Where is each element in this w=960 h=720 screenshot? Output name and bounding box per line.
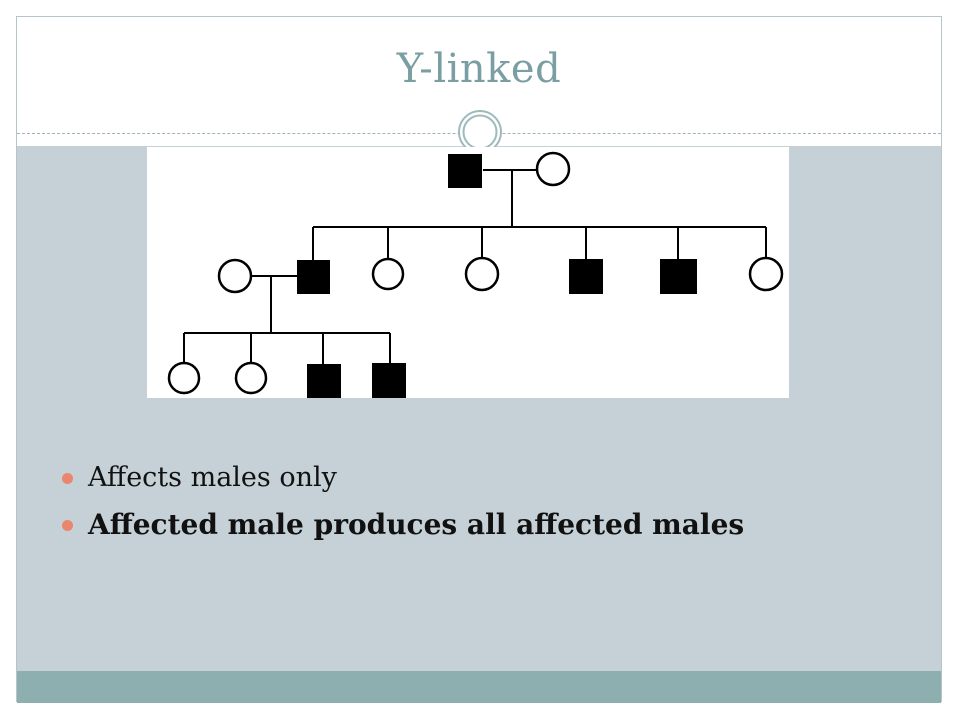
affected-male-symbol xyxy=(569,259,603,294)
unaffected-female-symbol xyxy=(217,258,253,294)
affected-male-symbol xyxy=(307,364,341,398)
bullet-dot-icon xyxy=(62,520,73,531)
affected-male-symbol xyxy=(297,260,330,294)
bullet-list: Affects males only Affected male produce… xyxy=(62,456,922,550)
pedigree-svg xyxy=(167,151,784,398)
footer-band xyxy=(17,671,941,703)
affected-male-symbol xyxy=(660,259,697,294)
unaffected-female-symbol xyxy=(234,361,268,395)
affected-male-symbol xyxy=(372,363,406,398)
unaffected-female-symbol xyxy=(371,257,405,291)
bullet-dot-icon xyxy=(62,473,73,484)
bullet-text: Affected male produces all affected male… xyxy=(88,508,745,541)
pedigree-chart xyxy=(147,147,789,398)
unaffected-female-symbol xyxy=(535,151,571,187)
unaffected-female-symbol xyxy=(464,256,500,292)
unaffected-female-symbol xyxy=(167,361,201,395)
affected-male-symbol xyxy=(448,154,482,188)
bullet-text: Affects males only xyxy=(88,462,337,493)
bullet-item: Affected male produces all affected male… xyxy=(62,500,922,550)
bullet-item: Affects males only xyxy=(62,456,922,500)
slide-title: Y-linked xyxy=(396,46,562,92)
unaffected-female-symbol xyxy=(748,256,784,292)
